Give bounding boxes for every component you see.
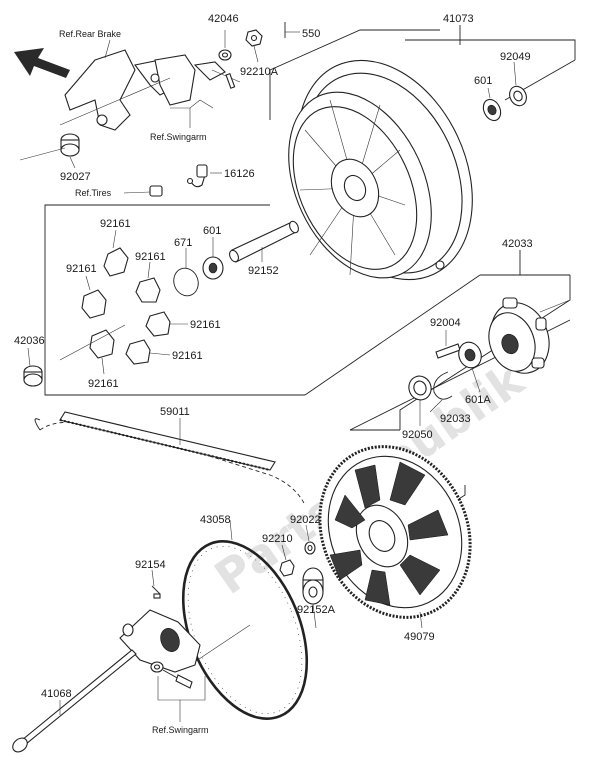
- label-41068: 41068: [41, 688, 72, 700]
- bearing-601-mid: [202, 237, 224, 280]
- label-42046: 42046: [208, 13, 239, 25]
- adjuster-bolt: [150, 661, 193, 689]
- seal-92049: [509, 61, 527, 107]
- valve-cap: Ref.Tires: [75, 185, 163, 198]
- ref-swingarm-bottom-label: Ref.Swingarm: [152, 725, 209, 735]
- part-number-labels: 41073 42046 550 92210A 601 92049 92027 1…: [14, 13, 533, 700]
- label-42033: 42033: [502, 238, 533, 250]
- washer-42046: [218, 30, 232, 61]
- label-601-top: 601: [474, 75, 492, 87]
- label-92161-e: 92161: [172, 350, 203, 362]
- label-92161-f: 92161: [88, 378, 119, 390]
- bearing-601A: [458, 341, 482, 393]
- rear-axle-41068: [12, 649, 137, 753]
- label-92161-c: 92161: [66, 263, 97, 275]
- label-16126: 16126: [224, 168, 255, 180]
- collar-92027: [19, 133, 80, 169]
- collar-tube-92152: [229, 220, 299, 263]
- bolt-550: [284, 22, 300, 38]
- label-92049: 92049: [500, 51, 531, 63]
- damper-rubbers-92161: [59, 229, 188, 375]
- rear-wheel: [288, 59, 473, 281]
- coupling-hub-42033: [488, 297, 571, 374]
- label-92050: 92050: [402, 429, 433, 441]
- drive-belt-59011: [34, 411, 306, 506]
- label-550: 550: [302, 28, 320, 40]
- label-92152: 92152: [248, 265, 279, 277]
- label-92004: 92004: [430, 317, 461, 329]
- ref-swingarm-top-label: Ref.Swingarm: [150, 132, 207, 142]
- front-direction-arrow-icon: [14, 48, 70, 78]
- ref-rear-brake-label: Ref.Rear Brake: [59, 29, 121, 39]
- label-59011: 59011: [160, 406, 190, 418]
- nut-92210A: [245, 29, 263, 63]
- nut-92210: [279, 544, 295, 577]
- o-ring-671: [173, 248, 199, 297]
- washer-92022: [304, 524, 316, 555]
- bolt-92154: [151, 569, 161, 599]
- label-42036: 42036: [14, 335, 45, 347]
- spring-92004: [435, 330, 461, 359]
- label-49079: 49079: [404, 631, 435, 643]
- label-92161-a: 92161: [100, 218, 131, 230]
- collar-92152A: [302, 567, 324, 629]
- label-92154: 92154: [135, 559, 166, 571]
- axle-adjuster-block: [119, 609, 201, 673]
- label-92027: 92027: [60, 171, 91, 183]
- label-92033: 92033: [440, 413, 471, 425]
- label-671: 671: [174, 237, 192, 249]
- label-601A: 601A: [465, 394, 491, 406]
- circlip-92033: [429, 371, 453, 413]
- bearing-601-top: [482, 87, 502, 122]
- label-601-mid: 601: [203, 225, 221, 237]
- label-92210: 92210: [262, 533, 293, 545]
- label-92022: 92022: [290, 514, 321, 526]
- rear-sprocket-49079: [318, 445, 472, 629]
- valve-16126: [186, 164, 222, 188]
- label-92161-b: 92161: [135, 251, 166, 263]
- label-92210A: 92210A: [240, 66, 279, 78]
- rear-brake-bracket: [59, 49, 196, 131]
- label-41073: 41073: [443, 13, 474, 25]
- ref-tires-label: Ref.Tires: [75, 188, 112, 198]
- seal-92050: [408, 375, 432, 426]
- label-92152A: 92152A: [297, 604, 336, 616]
- collar-42036: [23, 347, 43, 387]
- label-43058: 43058: [200, 514, 231, 526]
- label-92161-d: 92161: [190, 319, 221, 331]
- adjuster-plate: [193, 61, 241, 89]
